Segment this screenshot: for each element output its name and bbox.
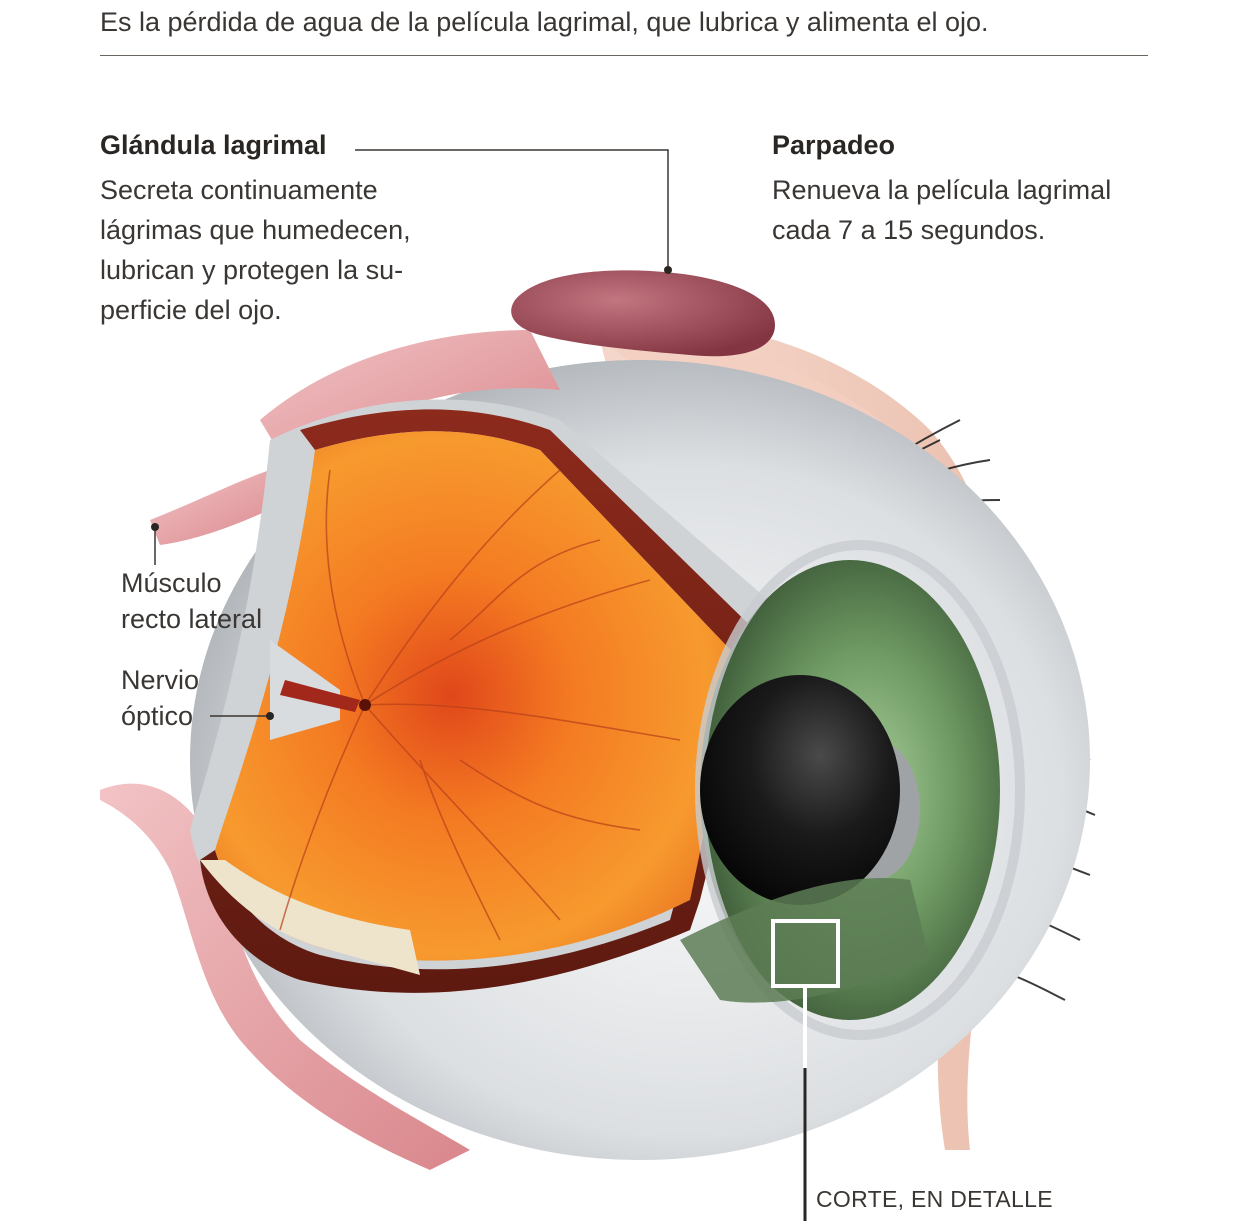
optic-nerve bbox=[270, 640, 360, 740]
blink-line-2: cada 7 a 15 segundos. bbox=[772, 215, 1046, 245]
gland-line-2: lágrimas que humedecen, bbox=[100, 215, 411, 245]
nerve-leader-dot bbox=[266, 712, 274, 720]
choroid-layer bbox=[200, 409, 765, 993]
muscle-leader-dot bbox=[151, 523, 159, 531]
nerve-label-1: Nervio bbox=[121, 665, 200, 695]
muscle-label-1: Músculo bbox=[121, 568, 222, 598]
blink-line-1: Renueva la película lagrimal bbox=[772, 175, 1112, 205]
intro-text: Es la pérdida de agua de la película lag… bbox=[100, 7, 989, 37]
muscle-label-2: recto lateral bbox=[121, 604, 263, 634]
gland-line-1: Secreta continuamente bbox=[100, 175, 378, 205]
retina bbox=[215, 431, 740, 961]
ciliary-band bbox=[680, 878, 930, 1003]
gland-line-4: perficie del ojo. bbox=[100, 295, 282, 325]
nerve-label-2: óptico bbox=[121, 701, 194, 731]
retinal-vessels bbox=[279, 469, 681, 941]
optic-disc bbox=[359, 699, 371, 711]
inferior-muscle bbox=[100, 783, 470, 1170]
gland-title: Glándula lagrimal bbox=[100, 130, 327, 160]
gland-leader bbox=[355, 149, 669, 270]
lateral-rectus-muscle bbox=[150, 470, 290, 545]
divider bbox=[100, 55, 1148, 56]
blink-title: Parpadeo bbox=[772, 130, 896, 160]
section-layer bbox=[200, 860, 420, 975]
gland-leader-dot bbox=[664, 266, 672, 274]
lacrimal-gland bbox=[511, 270, 775, 357]
gland-line-3: lubrican y protegen la su- bbox=[100, 255, 404, 285]
detail-label: CORTE, EN DETALLE bbox=[816, 1186, 1053, 1212]
detail-box bbox=[771, 919, 840, 988]
lens bbox=[700, 675, 900, 905]
